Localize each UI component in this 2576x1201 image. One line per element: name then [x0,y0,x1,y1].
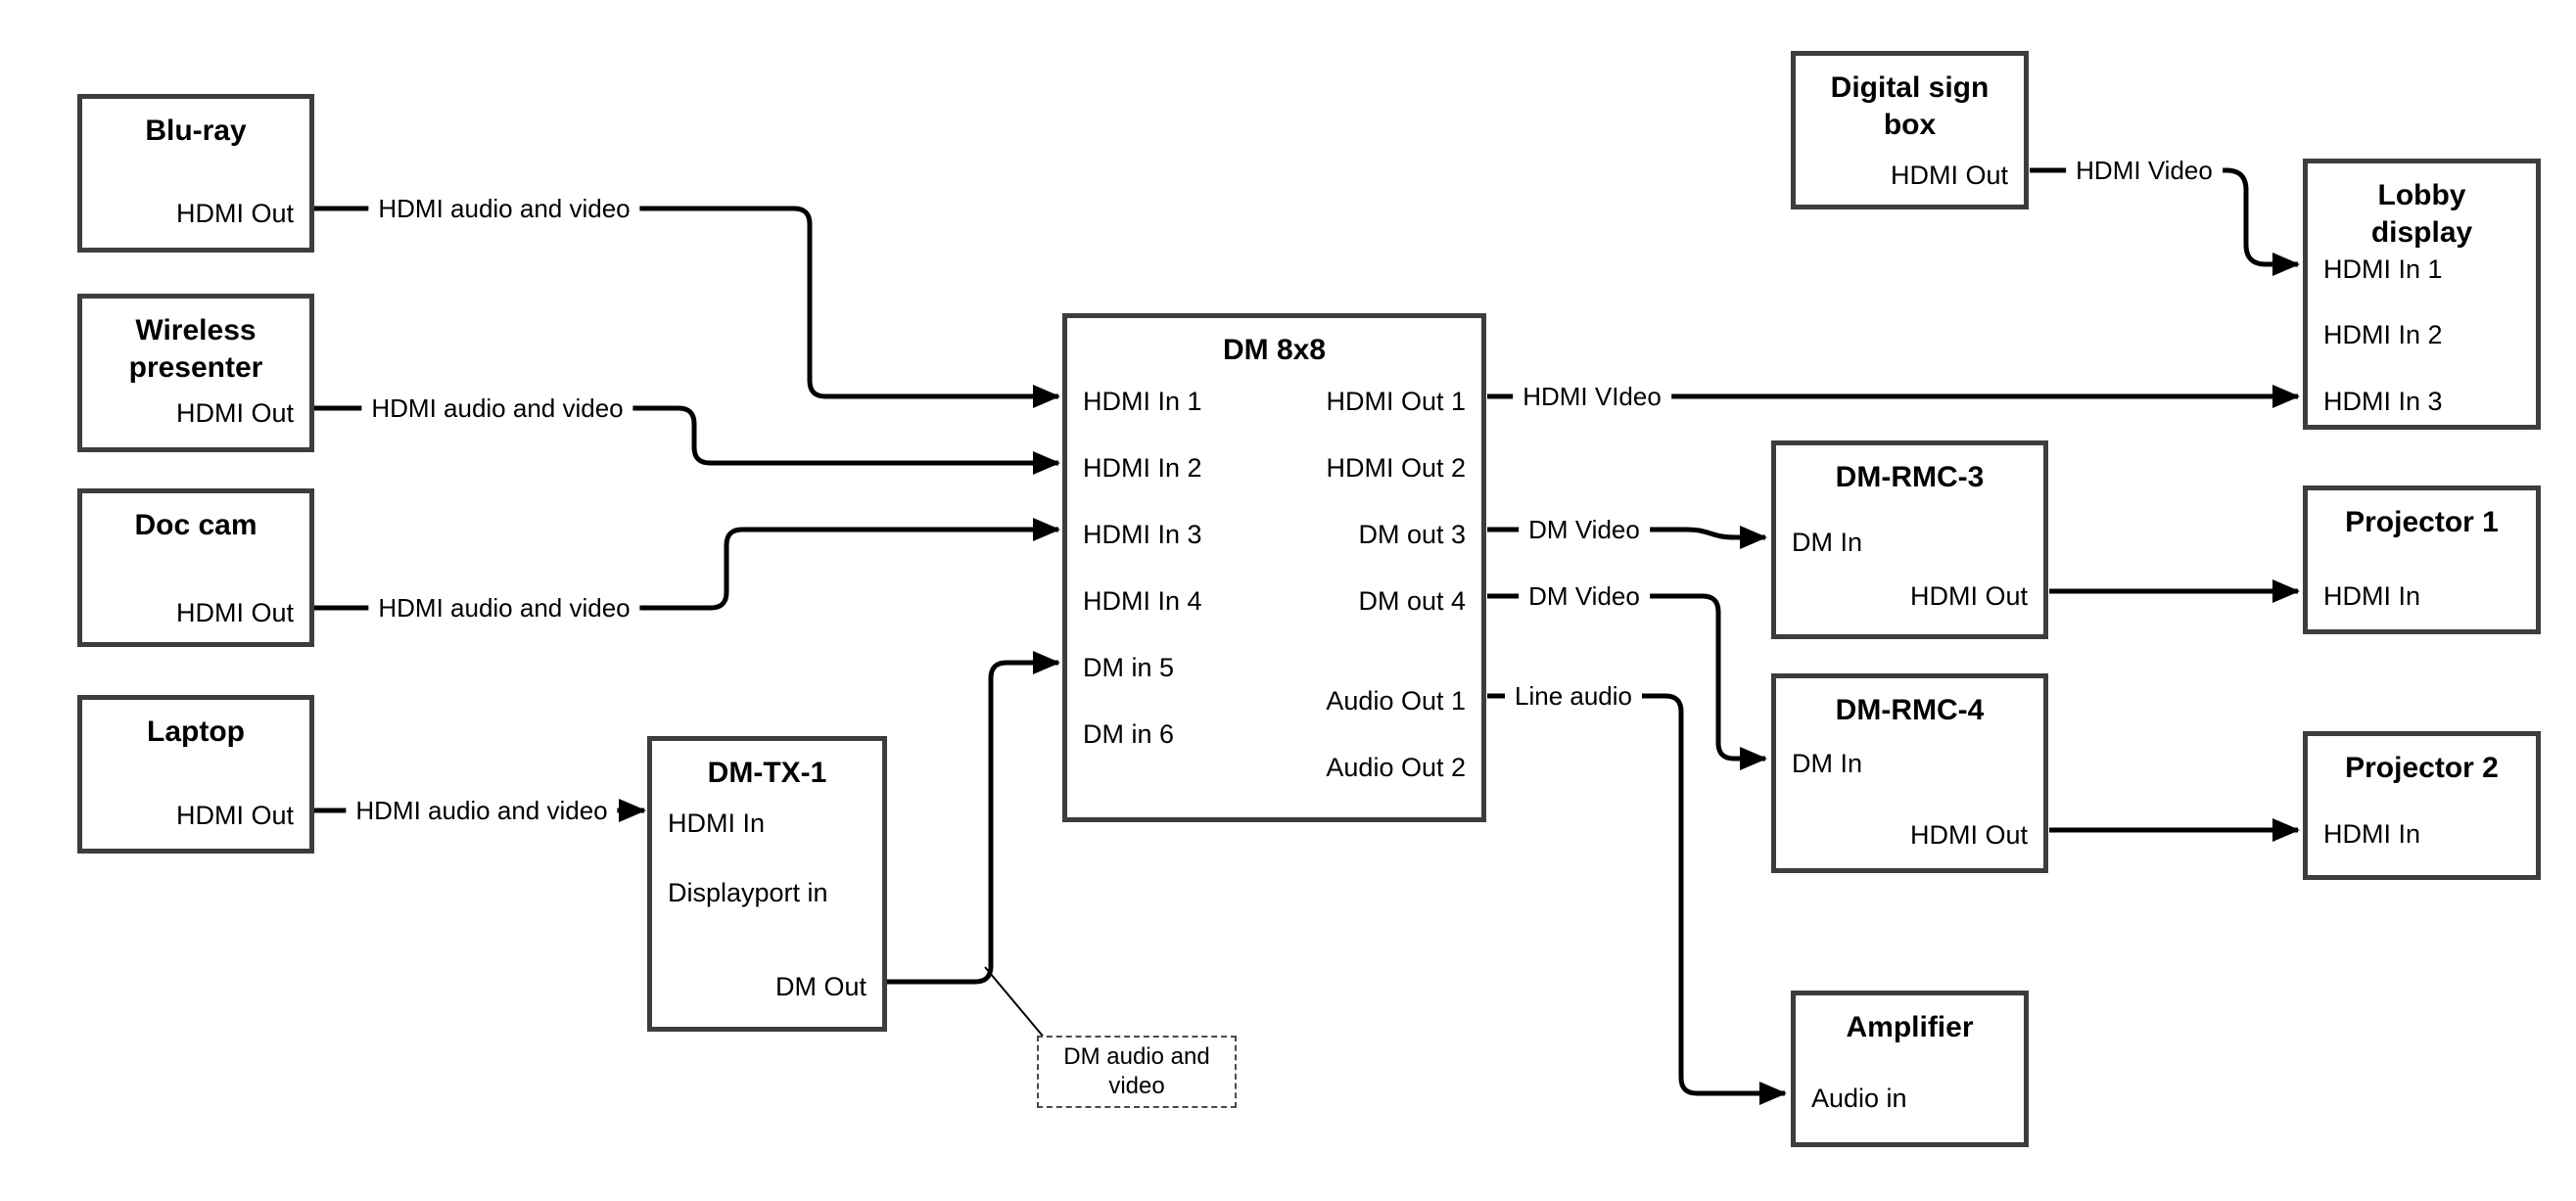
port-audio-out-1: Audio Out 1 [1326,686,1466,716]
port-hdmi-out-2: HDMI Out 2 [1326,453,1466,483]
port-hdmi-in-3: HDMI In 3 [2323,387,2443,416]
wire-dm8x8-dmout4-to-rmc4-dmin [1487,593,1767,770]
node-title: Projector 1 [2345,506,2499,538]
node-dm-8x8: DM 8x8 HDMI In 1 HDMI In 2 HDMI In 3 HDM… [1062,313,1486,822]
port-dm-out: DM Out [774,972,866,1001]
wire-label-wireless: HDMI audio and video [361,393,633,424]
node-title: DM-RMC-3 [1835,461,1985,493]
port-hdmi-out: HDMI Out [1909,820,2028,850]
wire-label-line-audio: Line audio [1505,680,1642,712]
port-dm-out-3: DM out 3 [1358,520,1466,549]
port-hdmi-out: HDMI Out [175,598,294,627]
port-audio-out-2: Audio Out 2 [1326,753,1466,782]
node-projector-2: Projector 2 HDMI In [2303,731,2541,880]
port-hdmi-out: HDMI Out [1890,161,2008,190]
port-hdmi-in: HDMI In [2323,819,2421,849]
node-lobby-display: Lobby display HDMI In 1 HDMI In 2 HDMI I… [2303,159,2541,430]
port-displayport-in: Displayport in [668,878,828,907]
wire-bluray-to-dm8x8-in1 [314,206,1060,408]
node-title: DM-TX-1 [707,757,827,789]
port-hdmi-in-4: HDMI In 4 [1083,586,1202,616]
node-title: Wireless presenter [128,314,263,384]
node-title: Blu-ray [145,115,247,147]
node-title: Lobby display [2370,179,2473,249]
port-hdmi-out-1: HDMI Out 1 [1326,387,1466,416]
node-dm-rmc-4: DM-RMC-4 DM In HDMI Out [1771,673,2048,873]
port-dm-out-4: DM out 4 [1358,586,1466,616]
wire-label-laptop: HDMI audio and video [346,795,618,826]
port-hdmi-in-2: HDMI In 2 [2323,320,2443,349]
port-hdmi-in-3: HDMI In 3 [1083,520,1202,549]
port-hdmi-in: HDMI In [668,808,766,838]
port-hdmi-in-1: HDMI In 1 [2323,254,2443,284]
wire-dmtx1-to-dm8x8-dmin5 [887,651,1060,985]
wire-label-hdmi-video-2: HDMI Video [2066,155,2223,186]
node-title: DM-RMC-4 [1835,694,1985,726]
node-blu-ray: Blu-ray HDMI Out [77,94,314,253]
node-title: Amplifier [1846,1011,1974,1043]
node-title: DM 8x8 [1222,334,1327,366]
node-title: Digital sign box [1830,71,1990,141]
node-dm-rmc-3: DM-RMC-3 DM In HDMI Out [1771,440,2048,639]
port-hdmi-out: HDMI Out [175,801,294,830]
port-hdmi-in: HDMI In [2323,581,2421,611]
node-title: Laptop [147,716,245,748]
wire-label-dm-video-2: DM Video [1519,580,1650,612]
wire-label-bluray: HDMI audio and video [368,193,640,224]
port-hdmi-out: HDMI Out [175,199,294,228]
note-dm-audio-and-video: DM audio and video [1037,1036,1237,1108]
note-callout-line [984,966,1047,1040]
port-audio-in: Audio in [1811,1084,1907,1113]
port-hdmi-in-1: HDMI In 1 [1083,387,1202,416]
node-title: Projector 2 [2345,752,2499,784]
node-doc-cam: Doc cam HDMI Out [77,488,314,647]
note-text: DM audio and video [1063,1043,1210,1099]
node-title: Doc cam [134,509,258,541]
node-wireless-presenter: Wireless presenter HDMI Out [77,294,314,452]
port-hdmi-out: HDMI Out [1909,581,2028,611]
wire-label-dm-video-1: DM Video [1519,514,1650,545]
wire-dm8x8-audioout1-to-amplifier [1487,693,1787,1105]
node-projector-1: Projector 1 HDMI In [2303,485,2541,634]
port-dm-in: DM In [1792,528,1863,557]
port-hdmi-in-2: HDMI In 2 [1083,453,1202,483]
wire-label-doccam: HDMI audio and video [368,592,640,624]
wire-label-hdmi-video-1: HDMI VIdeo [1513,381,1671,412]
port-dm-in-6: DM in 6 [1083,719,1175,749]
node-amplifier: Amplifier Audio in [1791,991,2029,1147]
port-dm-in: DM In [1792,749,1863,778]
node-dm-tx-1: DM-TX-1 HDMI In Displayport in DM Out [647,736,887,1032]
port-hdmi-out: HDMI Out [175,398,294,428]
node-laptop: Laptop HDMI Out [77,695,314,854]
port-dm-in-5: DM in 5 [1083,653,1175,682]
node-digital-sign-box: Digital sign box HDMI Out [1791,51,2029,209]
